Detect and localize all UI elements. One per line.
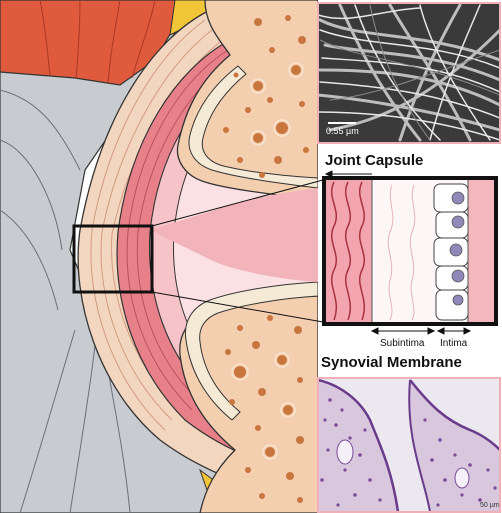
histology-scale-label: 50 µm (480, 502, 500, 509)
sem-micrograph (318, 3, 500, 143)
intima-label: Intima (440, 338, 467, 349)
membrane-layers-diagram (324, 171, 496, 334)
joint-capsule-label: Joint Capsule (325, 152, 423, 169)
subintima-label: Subintima (380, 338, 424, 349)
intima-arrow (438, 328, 470, 334)
knee-joint-illustration (0, 0, 318, 513)
sem-scale-label: 0.55 µm (326, 126, 359, 136)
joint-cavity-strip (468, 180, 494, 322)
histology-micrograph (318, 378, 500, 512)
subintima-arrow (372, 328, 434, 334)
synovial-membrane-label: Synovial Membrane (321, 354, 462, 371)
